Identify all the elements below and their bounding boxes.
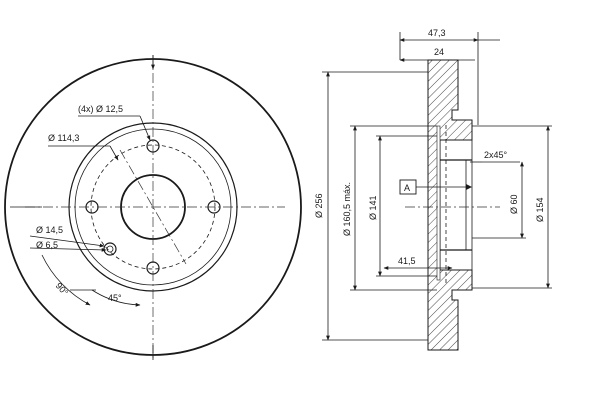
centering-outer-label: Ø 14,5 xyxy=(36,225,63,235)
hat-diameter-label: Ø 141 xyxy=(368,195,378,220)
disc-section xyxy=(427,59,473,351)
centering-inner-label: Ø 6,5 xyxy=(36,240,58,250)
max-inner-diameter-label: Ø 160,5 máx. xyxy=(342,182,352,236)
total-width-label: 47,3 xyxy=(428,28,446,38)
angle-90-label: 90° xyxy=(54,281,71,298)
diagonal-centerline xyxy=(119,149,187,265)
bolt-holes-label: (4x) Ø 12,5 xyxy=(78,104,123,114)
front-view: (4x) Ø 12,5 Ø 114,3 Ø 14,5 Ø 6,5 90° 45° xyxy=(4,55,302,360)
hat-height-label: 41,5 xyxy=(398,256,416,266)
datum-label: A xyxy=(404,183,410,193)
pcd-label: Ø 114,3 xyxy=(48,133,79,143)
chamfer-label: 2x45° xyxy=(484,150,508,160)
hub-diameter-label: Ø 154 xyxy=(535,197,545,222)
angle-45-label: 45° xyxy=(108,293,122,303)
disc-thickness-label: 24 xyxy=(434,47,444,57)
vent-slots xyxy=(436,125,447,285)
center-bore-label: Ø 60 xyxy=(509,194,519,214)
section-view: 47,3 24 Ø 256 Ø 160,5 máx. Ø 141 A 2x45°… xyxy=(314,28,552,351)
outer-diameter-label: Ø 256 xyxy=(314,193,324,218)
centering-hole-outer xyxy=(103,242,117,256)
centering-hole-inner xyxy=(106,245,114,253)
angle-45-arc xyxy=(91,289,141,307)
angle-90-arc xyxy=(41,254,91,306)
